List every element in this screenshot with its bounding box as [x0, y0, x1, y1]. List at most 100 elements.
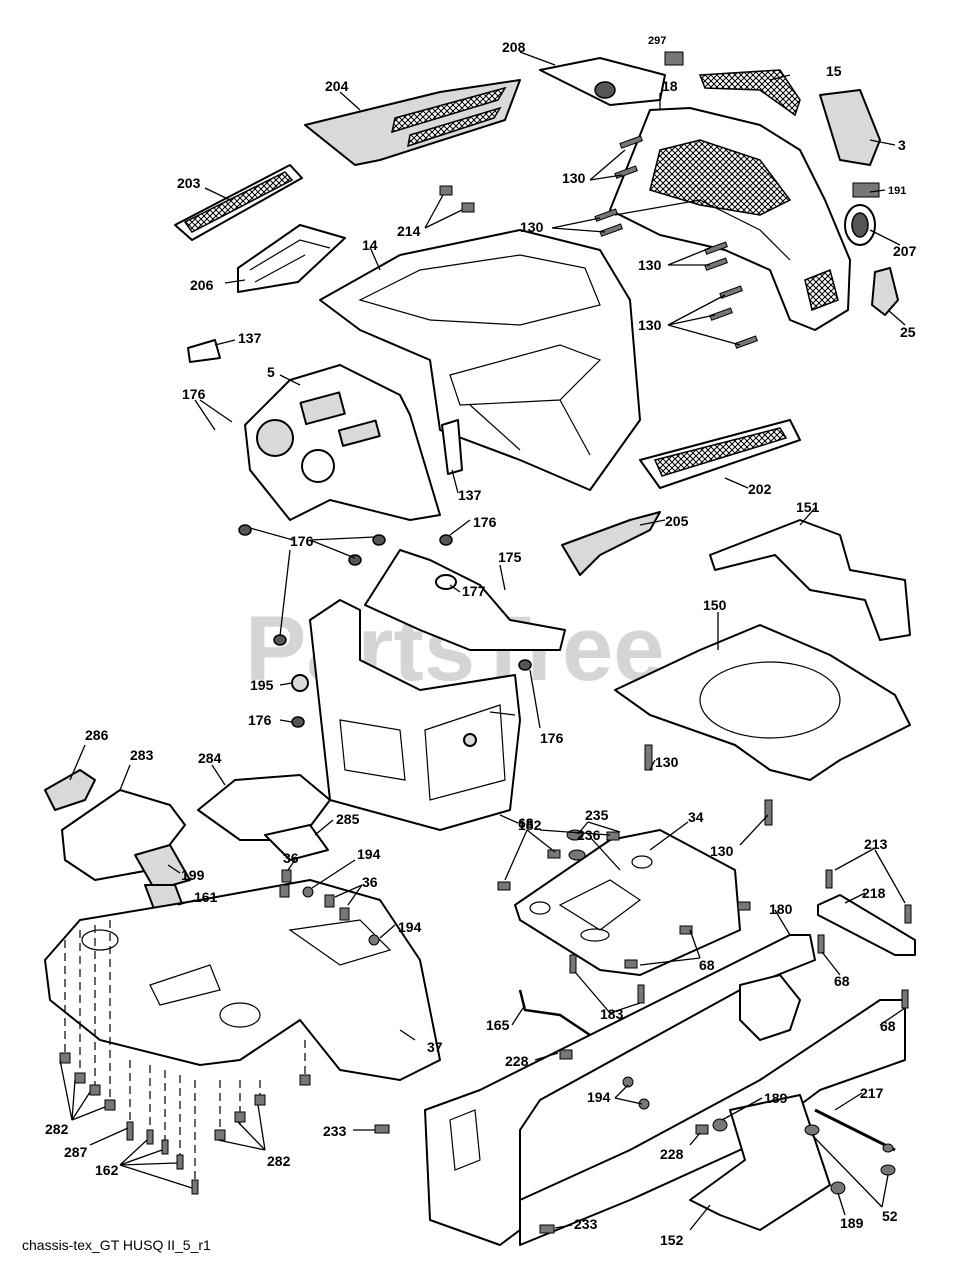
callout-130a: 130 — [562, 170, 586, 186]
callout-36a: 36 — [283, 850, 299, 866]
hardware-lower — [374, 1049, 896, 1234]
callout-161: 161 — [194, 889, 218, 905]
callout-202: 202 — [748, 481, 772, 497]
callout-218: 218 — [862, 885, 886, 901]
callout-151: 151 — [796, 499, 820, 515]
hardware-36-194 — [279, 869, 380, 946]
screw-130-a — [644, 744, 653, 771]
callout-205: 205 — [665, 513, 689, 529]
callout-285: 285 — [336, 811, 360, 827]
part-206-bracket — [237, 224, 346, 293]
part-285-frame — [264, 824, 329, 861]
clips-282 — [59, 1052, 311, 1141]
callout-68a: 68 — [518, 815, 534, 831]
leader-lines — [59, 51, 906, 1231]
part-15-trim — [698, 69, 801, 117]
part-180-frame — [424, 934, 906, 1246]
callout-214: 214 — [397, 223, 421, 239]
screws-130-upper — [594, 135, 758, 349]
callout-130f: 130 — [655, 754, 679, 770]
callout-152: 152 — [660, 1232, 684, 1248]
callout-162: 162 — [95, 1162, 119, 1178]
part-191-clip — [852, 182, 880, 198]
callout-130d: 130 — [638, 317, 662, 333]
callout-286: 286 — [85, 727, 109, 743]
callout-130g: 130 — [710, 843, 734, 859]
callout-287: 287 — [64, 1144, 88, 1160]
callout-233a: 233 — [323, 1123, 347, 1139]
callout-labels: 297 208 15 18 204 3 191 203 214 14 206 2… — [45, 35, 917, 1248]
part-14-main-hood — [319, 229, 641, 491]
callout-130c: 130 — [638, 257, 662, 273]
callout-37: 37 — [427, 1039, 443, 1055]
part-182-dash-tower — [309, 599, 521, 831]
part-199-panel — [134, 844, 191, 891]
grommets-176 — [238, 524, 532, 728]
screw-213-right — [904, 904, 912, 924]
callout-228b: 228 — [660, 1146, 684, 1162]
callout-177: 177 — [462, 583, 486, 599]
callout-189a: 189 — [764, 1090, 788, 1106]
callout-194b: 194 — [398, 919, 422, 935]
part-137-latch — [187, 339, 221, 363]
callout-204: 204 — [325, 78, 349, 94]
callout-52: 52 — [882, 1208, 898, 1224]
callout-180: 180 — [769, 901, 793, 917]
callout-175: 175 — [498, 549, 522, 565]
part-202-grille — [639, 419, 801, 489]
callout-284: 284 — [198, 750, 222, 766]
screw-130-b — [764, 799, 773, 826]
callout-282b: 282 — [267, 1153, 291, 1169]
callout-130b: 130 — [520, 219, 544, 235]
part-37-fender — [44, 879, 441, 1081]
screws-162 — [126, 1121, 199, 1195]
hardware-68-235-236 — [497, 829, 751, 1004]
callout-15: 15 — [826, 63, 842, 79]
screw-68-right-b — [901, 989, 909, 1009]
callout-236: 236 — [577, 827, 601, 843]
callout-217: 217 — [860, 1085, 884, 1101]
callout-228a: 228 — [505, 1053, 529, 1069]
callout-182: 182 — [518, 817, 542, 833]
callout-176c: 176 — [290, 533, 314, 549]
part-175-plate — [364, 549, 566, 651]
callout-25: 25 — [900, 324, 916, 340]
callout-199: 199 — [181, 867, 205, 883]
callout-191: 191 — [888, 185, 906, 197]
part-137-bracket — [441, 419, 463, 475]
callout-282a: 282 — [45, 1121, 69, 1137]
callout-283: 283 — [130, 747, 154, 763]
part-207-light-socket — [844, 204, 876, 246]
part-286-cover — [44, 769, 96, 811]
callout-183: 183 — [600, 1006, 624, 1022]
part-34-pedestal — [514, 829, 741, 976]
part-214-clips — [439, 185, 475, 213]
callout-233b: 233 — [574, 1216, 598, 1232]
callout-18: 18 — [662, 78, 678, 94]
part-297-clip — [664, 51, 684, 66]
callout-137a: 137 — [238, 330, 262, 346]
callout-176d: 176 — [248, 712, 272, 728]
part-152-shield — [689, 1094, 831, 1231]
callout-14: 14 — [362, 237, 378, 253]
callout-235: 235 — [585, 807, 609, 823]
callout-213: 213 — [864, 836, 888, 852]
screw-68-right-a — [817, 934, 825, 954]
part-204-hood-panel — [304, 79, 521, 166]
callout-208: 208 — [502, 39, 526, 55]
part-195-plug — [291, 674, 309, 692]
callout-176a: 176 — [182, 386, 206, 402]
callout-137b: 137 — [458, 487, 482, 503]
part-5-dash-panel — [244, 364, 441, 521]
callout-150: 150 — [703, 597, 727, 613]
fender-hardware-dashes — [64, 920, 306, 1185]
callout-195: 195 — [250, 677, 274, 693]
diagram-caption: chassis-tex_GT HUSQ II_5_r1 — [22, 1237, 211, 1253]
callout-176b: 176 — [473, 514, 497, 530]
callout-189b: 189 — [840, 1215, 864, 1231]
part-217-rod — [814, 1108, 896, 1152]
callout-297: 297 — [648, 35, 666, 47]
part-205-trim — [561, 511, 661, 576]
callout-34: 34 — [688, 809, 704, 825]
